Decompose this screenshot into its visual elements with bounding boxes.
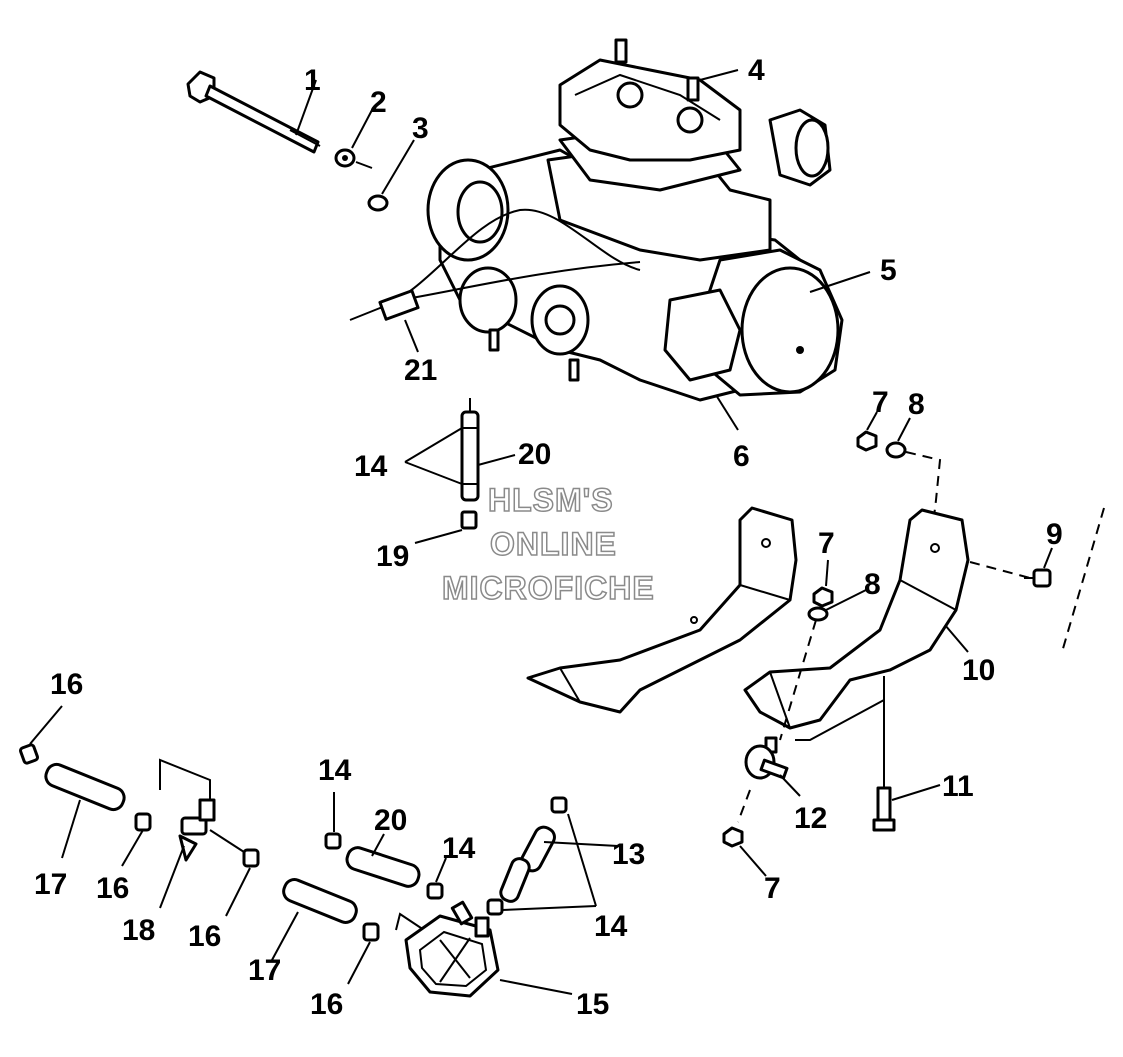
- callout-7-lower: 7: [764, 872, 781, 905]
- callout-16-c: 16: [188, 920, 221, 953]
- part-7-nut-middle: [812, 559, 834, 608]
- callout-20-upper: 20: [518, 438, 551, 471]
- part-20-pin-upper: [404, 398, 516, 544]
- part-16-clamp-c: [225, 848, 260, 917]
- callout-3: 3: [412, 112, 429, 145]
- part-7-nut-upper: [856, 411, 878, 452]
- watermark-line-1: HLSM'S: [487, 481, 614, 519]
- part-17-hose-lower: [271, 878, 358, 961]
- callout-18: 18: [122, 914, 155, 947]
- part-3-washer: [367, 139, 415, 212]
- part-16-clamp-a: [19, 705, 63, 765]
- part-13-hose-set: [486, 796, 619, 916]
- callout-2: 2: [370, 86, 387, 119]
- callout-11: 11: [942, 770, 974, 803]
- part-16-clamp-d: [347, 922, 380, 985]
- callout-7-middle: 7: [818, 527, 835, 560]
- part-18-fuel-valve: [159, 758, 245, 909]
- part-1-bolt: [186, 70, 321, 154]
- callout-16-a: 16: [50, 668, 83, 701]
- part-8-washer-upper: [885, 417, 942, 551]
- part-11-bolt: [795, 676, 941, 832]
- part-15-fuel-pump: [395, 900, 573, 998]
- callout-15: 15: [576, 988, 609, 1021]
- engine-assembly: [349, 38, 871, 431]
- callout-9: 9: [1046, 518, 1063, 551]
- callout-14-c: 14: [442, 832, 476, 865]
- part-8-washer-middle: [779, 589, 867, 741]
- callout-14-upper: 14: [354, 450, 388, 483]
- callout-20-lower: 20: [374, 804, 407, 837]
- callout-10: 10: [962, 654, 995, 687]
- callout-14-d: 14: [594, 910, 628, 943]
- callout-14-b: 14: [318, 754, 352, 787]
- callout-8-upper: 8: [908, 388, 925, 421]
- callout-21: 21: [404, 354, 437, 387]
- callout-labels: 1 2 3 4 5 6 7 8 9 7 8 10 14 20 19 21 16 …: [34, 54, 1063, 1021]
- callout-7-upper: 7: [872, 386, 889, 419]
- part-7-nut-lower: [722, 826, 767, 877]
- watermark-line-2: ONLINE: [489, 525, 617, 563]
- callout-5: 5: [880, 254, 897, 287]
- callout-6: 6: [733, 440, 750, 473]
- watermark-line-3: MICROFICHE: [441, 569, 655, 607]
- part-20-hose-lower: [345, 833, 421, 888]
- part-14-clamp-b: [324, 792, 342, 850]
- part-16-clamp-b: [121, 812, 152, 867]
- part-9-rubber-mount: [969, 507, 1105, 653]
- part-2-washer: [334, 109, 373, 169]
- callout-13: 13: [612, 838, 645, 871]
- part-17-hose-left: [44, 762, 126, 859]
- callout-1: 1: [304, 64, 321, 97]
- callout-8-middle: 8: [864, 568, 881, 601]
- part-14-clamp-c: [426, 857, 447, 900]
- part-12-rubber-mount: [737, 736, 801, 823]
- callout-4: 4: [748, 54, 765, 87]
- callout-17-lower: 17: [248, 954, 281, 987]
- callout-16-d: 16: [310, 988, 343, 1021]
- callout-19: 19: [376, 540, 409, 573]
- callout-16-b: 16: [96, 872, 129, 905]
- callout-12: 12: [794, 802, 827, 835]
- left-mount-bracket: [526, 506, 798, 714]
- callout-17-left: 17: [34, 868, 67, 901]
